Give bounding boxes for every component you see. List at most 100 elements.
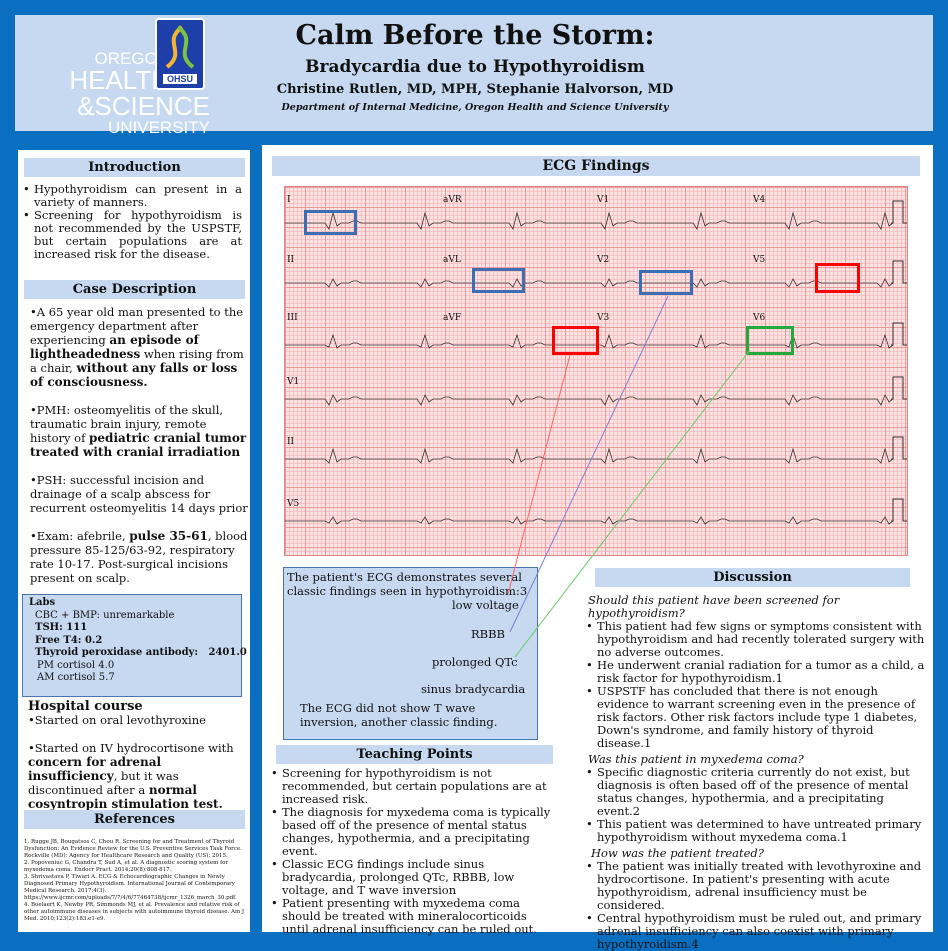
question: Should this patient have been screened f… [588, 593, 840, 620]
text: •A 65 year old man presented to the emer… [30, 305, 244, 347]
discussion-heading: Discussion [595, 568, 910, 587]
calibration-pulse [891, 436, 907, 460]
calibration-pulse [891, 376, 907, 400]
lead-label: V1 [597, 195, 610, 205]
references-list: 1. Rugge JB, Bougatsos C, Chou R. Screen… [20, 835, 250, 927]
ecg-trace [285, 394, 894, 406]
lab-value: Thyroid peroxidase antibody: 2401.0 [35, 647, 247, 658]
calibration-pulse [891, 322, 907, 346]
introduction-heading: Introduction [24, 158, 245, 177]
poster-subtitle: Bradycardia due to Hypothyroidism [305, 57, 645, 77]
case-description: •A 65 year old man presented to the emer… [22, 305, 250, 585]
text: normal cosyntropin stimulation test. [28, 783, 223, 811]
list-item: This patient had few signs or symptoms c… [583, 620, 928, 659]
poster-title: Calm Before the Storm: [295, 20, 655, 51]
lab-value: AM cortisol 5.7 [37, 672, 115, 683]
rbbb-highlight-box [304, 210, 357, 235]
logo-line: &SCIENCE [77, 91, 210, 121]
department: Department of Internal Medicine, Oregon … [281, 102, 669, 113]
question: How was the patient treated? [591, 846, 764, 860]
hospital-heading: Hospital course [28, 699, 143, 714]
list-item: Screening for hypothyroidism is not reco… [20, 209, 242, 261]
lab-value: CBC + BMP: unremarkable [35, 609, 175, 621]
lab-value: PM cortisol 4.0 [37, 659, 115, 671]
text: pulse 35-61 [129, 529, 208, 543]
lead-label: I [287, 195, 291, 205]
ohsu-shield-icon: OHSU [155, 18, 205, 90]
reference: 1. Rugge JB, Bougatsos C, Chou R. Screen… [24, 839, 242, 859]
lead-label: V5 [287, 499, 300, 509]
ecg-trace [285, 447, 894, 464]
logo-line: HEALTH [69, 65, 170, 95]
lead-label: aVL [443, 255, 461, 265]
authors: Christine Rutlen, MD, MPH, Stephanie Hal… [276, 82, 674, 97]
rbbb-connector [509, 295, 669, 633]
finding-rbbb: RBBB [471, 627, 506, 641]
reference: 4. Boelaert K, Newby PR, Simmonds MJ, et… [24, 902, 245, 922]
hospital-course: •Started on oral levothyroxine •Started … [20, 713, 248, 811]
list-item: The diagnosis for myxedema coma is typic… [268, 806, 553, 858]
text: pediatric cranial tumor treated with cra… [30, 431, 247, 459]
annotation-note: The ECG did not show T wave inversion, a… [300, 701, 498, 729]
discussion-body: Should this patient have been screened f… [583, 594, 928, 951]
finding-sinus-bradycardia: sinus bradycardia [421, 682, 526, 696]
low-voltage-highlight-box [552, 326, 599, 355]
annotation-intro: The patient's ECG demonstrates several c… [287, 570, 528, 598]
qtc-highlight-box [746, 326, 794, 355]
lead-label: V4 [753, 195, 766, 205]
rbbb-highlight-box [472, 268, 525, 293]
reference: 3. Shrivastava P, Tiwari A. ECG & Echoca… [24, 874, 237, 901]
teaching-heading: Teaching Points [276, 745, 553, 764]
text: an episode of lightheadedness [30, 333, 199, 361]
teaching-list: Screening for hypothyroidism is not reco… [268, 767, 553, 936]
lab-value: TSH: 111 [35, 622, 88, 633]
list-item: USPSTF has concluded that there is not e… [583, 685, 928, 750]
introduction-list: Hypothyroidism can present in a variety … [20, 183, 242, 261]
logo-line: UNIVERSITY [107, 118, 210, 137]
lead-label: V6 [753, 313, 766, 323]
ecg-heading: ECG Findings [272, 156, 920, 176]
lead-label: aVF [443, 313, 462, 323]
list-item: This patient was determined to have untr… [583, 818, 928, 844]
ecg-annotation-box: The patient's ECG demonstrates several c… [283, 567, 538, 740]
case-heading: Case Description [24, 280, 245, 299]
ecg-trace [285, 516, 894, 525]
list-item: Patient presenting with myxedema coma sh… [268, 897, 553, 936]
finding-prolonged-qtc: prolonged QTc [432, 655, 518, 669]
calibration-pulse [891, 498, 907, 522]
qtc-connector [514, 349, 751, 658]
list-item: Hypothyroidism can present in a variety … [20, 183, 242, 209]
references-heading: References [24, 810, 245, 829]
lead-label: V1 [287, 377, 300, 387]
low-voltage-connector [507, 354, 571, 595]
lead-label: II [287, 255, 295, 265]
text: •Started on IV hydrocortisone with [28, 741, 234, 755]
logo-line: OREGON [94, 49, 170, 68]
lead-label: V5 [753, 255, 766, 265]
text: •PSH: successful incision and drainage o… [30, 473, 248, 515]
ecg-traces [285, 200, 907, 525]
lead-label: V3 [597, 313, 610, 323]
rbbb-highlight-box [639, 270, 693, 295]
text: when rising from a chair, [30, 347, 244, 375]
text: •Started on oral levothyroxine [28, 713, 206, 727]
ecg-image: I aVR V1 V4 II aVL V2 V5 III aVF V3 V6 V… [284, 186, 908, 556]
list-item: Specific diagnostic criteria currently d… [583, 766, 928, 818]
text: , blood pressure 85-125/63-92, respirato… [30, 529, 248, 585]
logo-badge: OHSU [163, 74, 197, 84]
lead-label: aVR [443, 195, 462, 205]
finding-low-voltage: low voltage [452, 598, 519, 612]
question: Was this patient in myxedema coma? [588, 752, 804, 766]
lead-label: II [287, 437, 295, 447]
list-item: Screening for hypothyroidism is not reco… [268, 767, 553, 806]
lead-label: III [287, 313, 298, 323]
reference: 2. Popoveniuc G, Chandra T, Sud A, et al… [24, 860, 229, 873]
text: •PMH: osteomyelitis of the skull, trauma… [30, 403, 224, 445]
lead-label: V2 [597, 255, 610, 265]
calibration-pulse [891, 260, 907, 284]
list-item: He underwent cranial radiation for a tum… [583, 659, 928, 685]
list-item: Classic ECG findings include sinus brady… [268, 858, 553, 897]
low-voltage-highlight-box [815, 263, 860, 293]
ecg-trace [285, 278, 894, 288]
